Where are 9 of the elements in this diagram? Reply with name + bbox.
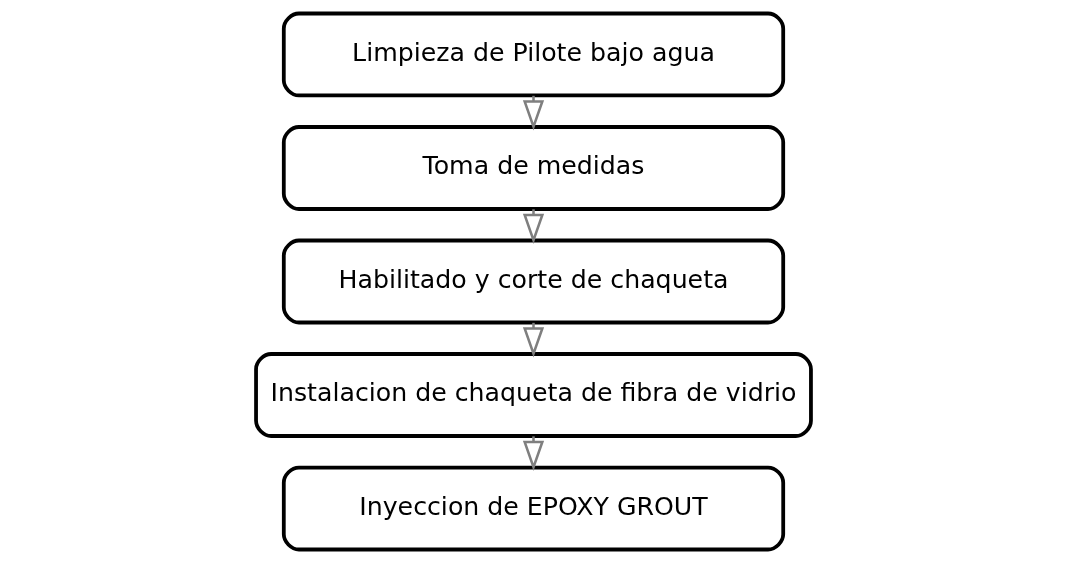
- arrow: [522, 209, 544, 245]
- arrow: [522, 322, 544, 358]
- arrow: [522, 436, 544, 472]
- node-box: Limpieza de Pilote bajo agua: [281, 11, 785, 98]
- node-box: Inyeccion de EPOXY GROUT: [281, 465, 785, 552]
- node-box: Habilitado y corte de chaqueta: [281, 238, 785, 325]
- node-box: Instalacion de chaqueta de fibra de vidrio: [253, 352, 813, 438]
- arrow: [522, 95, 544, 131]
- node-box: Toma de medidas: [281, 125, 785, 211]
